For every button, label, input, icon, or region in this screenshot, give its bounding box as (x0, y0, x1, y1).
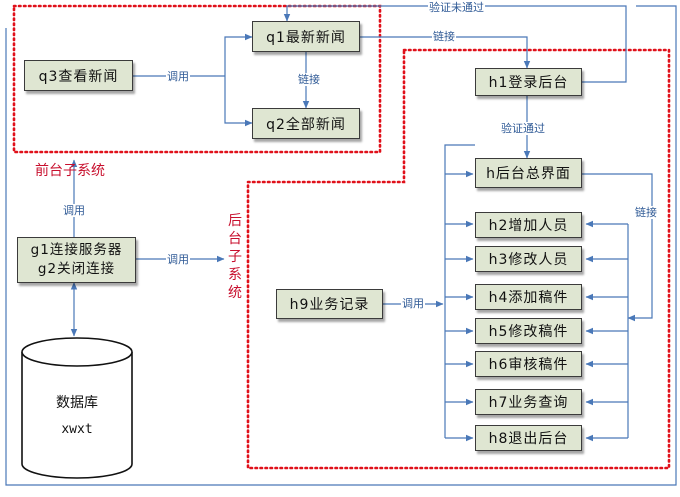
edge-label-q1-q2: 链接 (297, 73, 321, 86)
database-id: xwxt (61, 422, 93, 437)
node-g2-label: g2关闭连接 (37, 261, 116, 277)
node-h6[interactable]: h6审核稿件 (475, 351, 582, 377)
edge-label-g-backend: 调用 (166, 253, 190, 266)
edge-outer-loop (5, 5, 677, 486)
edge-h1-q1 (283, 5, 627, 83)
node-h9[interactable]: h9业务记录 (276, 289, 383, 319)
edge-label-q1-h1: 链接 (432, 30, 456, 43)
node-g1-label: g1连接服务器 (30, 242, 123, 258)
node-g[interactable]: g1连接服务器 g2关闭连接 (17, 237, 136, 283)
node-h8[interactable]: h8退出后台 (475, 425, 582, 451)
edge-label-h1-q1: 验证未通过 (428, 1, 485, 14)
node-h5[interactable]: h5修改稿件 (475, 318, 582, 344)
edge-main-bus (444, 144, 475, 438)
edge-label-main-sub: 链接 (634, 206, 658, 219)
front-subsystem-boundary (12, 4, 382, 154)
node-h-main[interactable]: h后台总界面 (475, 158, 582, 188)
database-name: 数据库 (56, 395, 98, 411)
node-h2[interactable]: h2增加人员 (475, 212, 582, 238)
node-q1[interactable]: q1最新新闻 (252, 21, 360, 52)
database-cylinder (21, 337, 133, 479)
node-h3[interactable]: h3修改人员 (475, 246, 582, 272)
edge-main-right (582, 173, 653, 322)
edge-to-q2 (224, 76, 253, 127)
edge-label-g-q3: 调用 (62, 204, 86, 217)
back-subsystem-title: 后台子系统 (228, 213, 242, 301)
edge-label-h1-main: 验证通过 (500, 122, 546, 135)
edge-label-h9: 调用 (401, 297, 425, 310)
node-h4[interactable]: h4添加稿件 (475, 284, 582, 310)
edge-to-q1 (224, 33, 253, 76)
edge-label-q3-q1: 调用 (166, 70, 190, 83)
node-h7[interactable]: h7业务查询 (475, 389, 582, 415)
edge-q1-h1 (360, 36, 531, 69)
node-h1[interactable]: h1登录后台 (475, 68, 582, 96)
node-q2[interactable]: q2全部新闻 (252, 108, 360, 139)
front-subsystem-title: 前台子系统 (35, 163, 105, 179)
back-subsystem-boundary (246, 48, 671, 470)
node-q3[interactable]: q3查看新闻 (24, 60, 133, 91)
